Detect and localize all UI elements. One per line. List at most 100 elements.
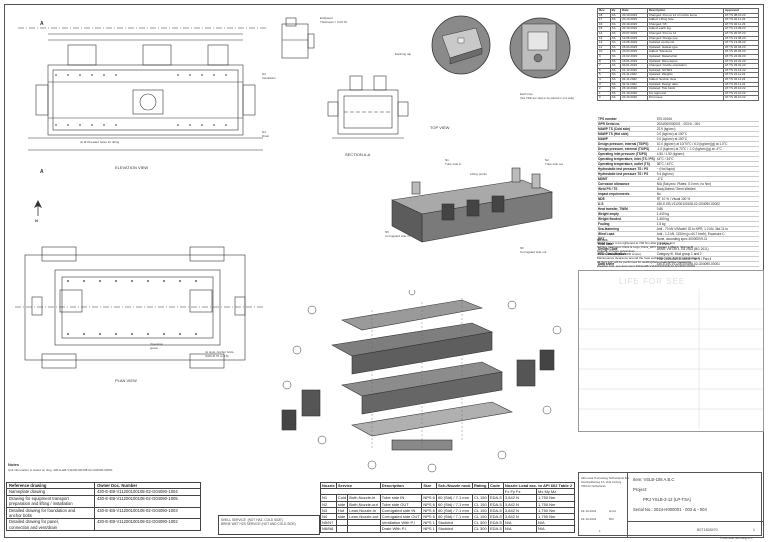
isometric-view-drawing bbox=[390, 167, 554, 243]
revision-cell: 0 bbox=[597, 95, 611, 101]
nozzle-cell: side bbox=[335, 512, 349, 521]
design-data-row: MDMT-4°C bbox=[597, 176, 759, 182]
design-data-value: 2024/000000001 - 003 ili - 004 bbox=[655, 121, 759, 127]
section-marker-a-top: A bbox=[40, 21, 44, 27]
nozzle-cell: Lean,Nozzle-out bbox=[347, 512, 381, 521]
design-data-key: Operating temperature, inlet (TS / PS) bbox=[597, 156, 656, 162]
plan-view-title: PLAN VIEW bbox=[115, 378, 137, 383]
design-data-value: 36°C / 44°C bbox=[655, 161, 759, 167]
nozzle-cell: CL 300 bbox=[471, 519, 489, 527]
reference-row: Detailed drawing for foundation and anch… bbox=[6, 506, 202, 520]
design-data-row: Hydrostatic test pressure TS / PS~ (Hot … bbox=[597, 166, 759, 172]
design-data-value: 430-E-EB-V11200100108-02-G04090-00002 bbox=[655, 201, 759, 207]
reference-cell: 430-E-EB-V11200100108-02-G04090-1002 bbox=[93, 518, 202, 532]
nozzle-cell: Corrugated side OUT bbox=[379, 512, 423, 521]
nozzle-cell: CL 150 bbox=[471, 500, 489, 508]
design-data-row: PED 2014/68/EU ASME Part 3 / Part 4 bbox=[597, 256, 759, 262]
design-data-key: Fouling bbox=[597, 221, 656, 227]
faded-approval-box: LIFE FOR SEE bbox=[578, 270, 764, 432]
nozzle-cell: 60 (Std) / 7.1 mm bbox=[436, 500, 473, 508]
nozzle-header-cell: Service bbox=[335, 481, 381, 490]
north-arrow-icon bbox=[34, 200, 42, 216]
nozzle-cell: NPS 6 bbox=[421, 500, 438, 508]
nozzle-header-cell: Nozzle Load acc. to API 662 Table 2 bbox=[502, 481, 576, 490]
nozzle-cell: Tube side IN bbox=[379, 494, 423, 502]
design-data-key: Design pressure, external (TS/PS) bbox=[597, 146, 656, 152]
design-data-value: N/A (Sat.proc. Plates: 0.0 mm, no Nrn) bbox=[655, 181, 759, 187]
revision-cell: 20.10.2022 bbox=[620, 95, 648, 101]
design-data-value: Category III, Mod group 1 and 2 bbox=[655, 251, 759, 257]
nozzle-cell: CL 150 bbox=[471, 512, 489, 521]
notes-text: Unit information is stated on dwg. 430-E… bbox=[8, 468, 113, 472]
nozzle-cell: 60 (Std) / 7.1 mm bbox=[436, 494, 473, 502]
nozzle-cell: CL 150 bbox=[471, 494, 489, 502]
service-note-box: SHELL SERVICE: (NOT HAZ. COLD SIDE) BRIN… bbox=[218, 515, 320, 535]
nozzle-cell bbox=[335, 525, 349, 533]
callout-endpanel: Endpanel Thickness = 3.00 ±0 bbox=[320, 16, 347, 24]
nozzle-cell: N6/N8 bbox=[320, 525, 337, 533]
callout-drain: N4 Drain bbox=[262, 130, 270, 138]
nozzle-cell: EDA-5 bbox=[487, 494, 504, 502]
company-name: Alfa Laval Technology Netherlands B.V. bbox=[581, 476, 630, 480]
lifting-holes-note: 4x Ø threaded holes for lifting bbox=[80, 140, 120, 144]
design-data-key: Corrosion allowance bbox=[597, 181, 656, 187]
north-marker-label: N bbox=[35, 218, 38, 223]
earth-insp-detail-bubble bbox=[509, 17, 571, 79]
design-data-value: 0.0 (kg/cm²) at 100°C bbox=[655, 131, 759, 137]
design-data-value: RT 10 % / Visual 100 % bbox=[655, 196, 759, 202]
design-data-key: Design Code bbox=[597, 246, 656, 252]
nozzle-cell: Studded bbox=[436, 525, 473, 533]
section-a-a-drawing bbox=[327, 75, 409, 139]
design-data-key: PED Classification bbox=[597, 251, 656, 257]
general-note-item: Weather-bolt, see document 430-E-EB-V112… bbox=[597, 264, 695, 268]
nozzle-cell: Ventilation With P.I bbox=[379, 519, 423, 527]
general-note-item: Colours: 2 (Grey polyamine) bbox=[597, 249, 635, 253]
nozzle-subheader-cell: Fx Fy Fz bbox=[502, 488, 538, 496]
design-data-row: GPR Serial no.2024/000000001 - 003 ili -… bbox=[597, 121, 759, 127]
plan-view-drawing bbox=[15, 246, 265, 369]
design-data-key: GPR Serial no. bbox=[597, 121, 656, 127]
nozzle-cell: EDA-5 bbox=[487, 500, 504, 508]
nozzle-cell: 1,750 Nm bbox=[536, 500, 575, 508]
nozzle-cell: EDA-5 bbox=[487, 525, 504, 533]
design-data-value: 1,440 kg bbox=[655, 211, 759, 217]
reference-cell: Detailed drawing for foundation and anch… bbox=[6, 506, 95, 520]
sheet-number: 1 bbox=[599, 529, 601, 533]
design-data-key: Wind Load bbox=[597, 231, 656, 237]
general-note-item: Items enclosed (see GPR scope). bbox=[597, 253, 642, 257]
general-note-item: Surface treatment: Paint & Logo; Paint_H… bbox=[597, 245, 694, 249]
elevation-view-title: ELEVATION VIEW bbox=[115, 165, 149, 170]
design-data-key: Operating temperature, outlet (TS) bbox=[597, 161, 656, 167]
design-data-key: TPS number bbox=[597, 117, 656, 122]
nozzle-header-cell: Description bbox=[379, 481, 423, 490]
callout-tube-side-in: N1 Tube side in bbox=[445, 158, 462, 166]
design-data-value: Anti - 1.2 kN, 1150m (p=44.7 km/h), Expo… bbox=[655, 231, 759, 237]
design-data-value: 1.3 kN/m² bbox=[655, 241, 759, 247]
project-label: Project: bbox=[633, 487, 648, 492]
design-data-key: RPT bbox=[597, 236, 656, 242]
reference-cell: Drawing for equipment transport preparat… bbox=[6, 494, 95, 508]
design-data-key: Weight flooded bbox=[597, 216, 656, 222]
nozzle-cell: Drain With P.I bbox=[379, 525, 423, 533]
reference-cell: 430-E-EB-V11200100108-02-G04090-1004 bbox=[93, 488, 202, 496]
design-data-value: -1.0 (kg/cm²) at 70°C / -1.0 (kg/cm²)(g)… bbox=[655, 146, 759, 152]
